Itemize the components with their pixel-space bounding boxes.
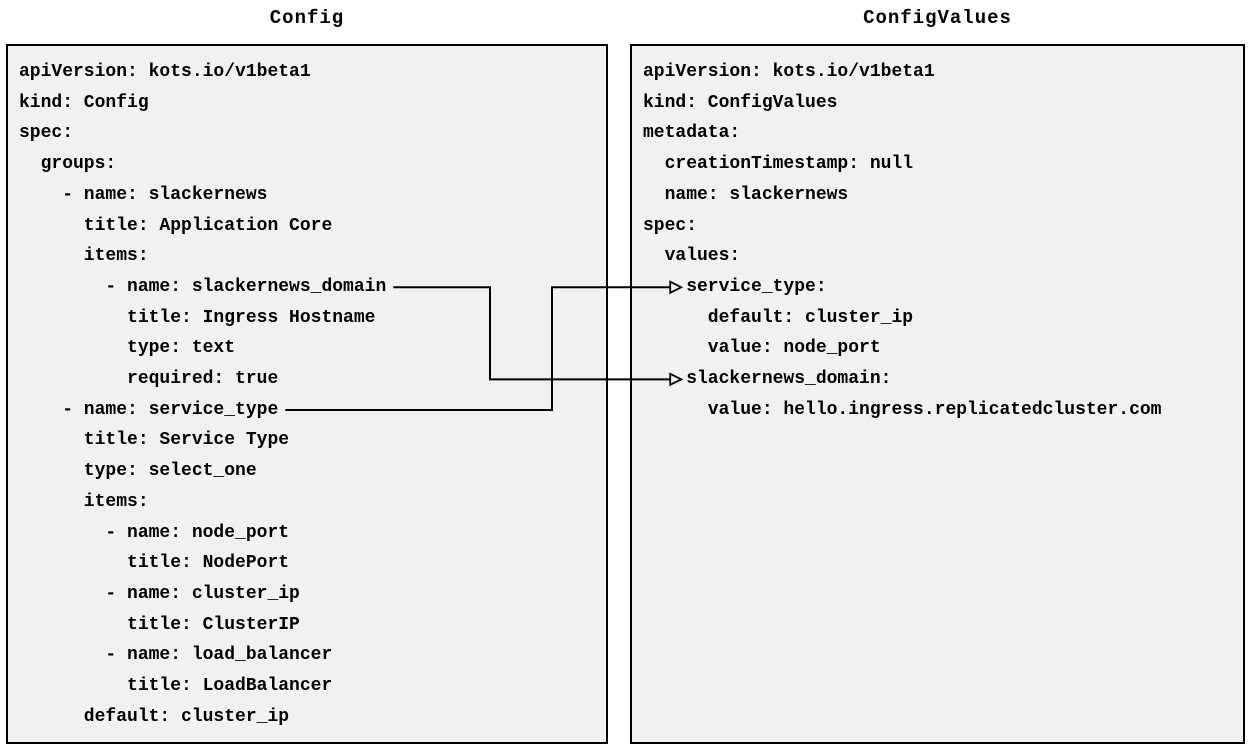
config-panel: apiVersion: kots.io/v1beta1 kind: Config… bbox=[6, 44, 608, 744]
config-panel-title: Config bbox=[269, 7, 345, 29]
config-values-yaml-code: apiVersion: kots.io/v1beta1 kind: Config… bbox=[643, 62, 1162, 420]
config-values-panel: apiVersion: kots.io/v1beta1 kind: Config… bbox=[630, 44, 1245, 744]
config-values-panel-title: ConfigValues bbox=[863, 7, 1012, 29]
config-yaml-code: apiVersion: kots.io/v1beta1 kind: Config… bbox=[19, 62, 387, 727]
